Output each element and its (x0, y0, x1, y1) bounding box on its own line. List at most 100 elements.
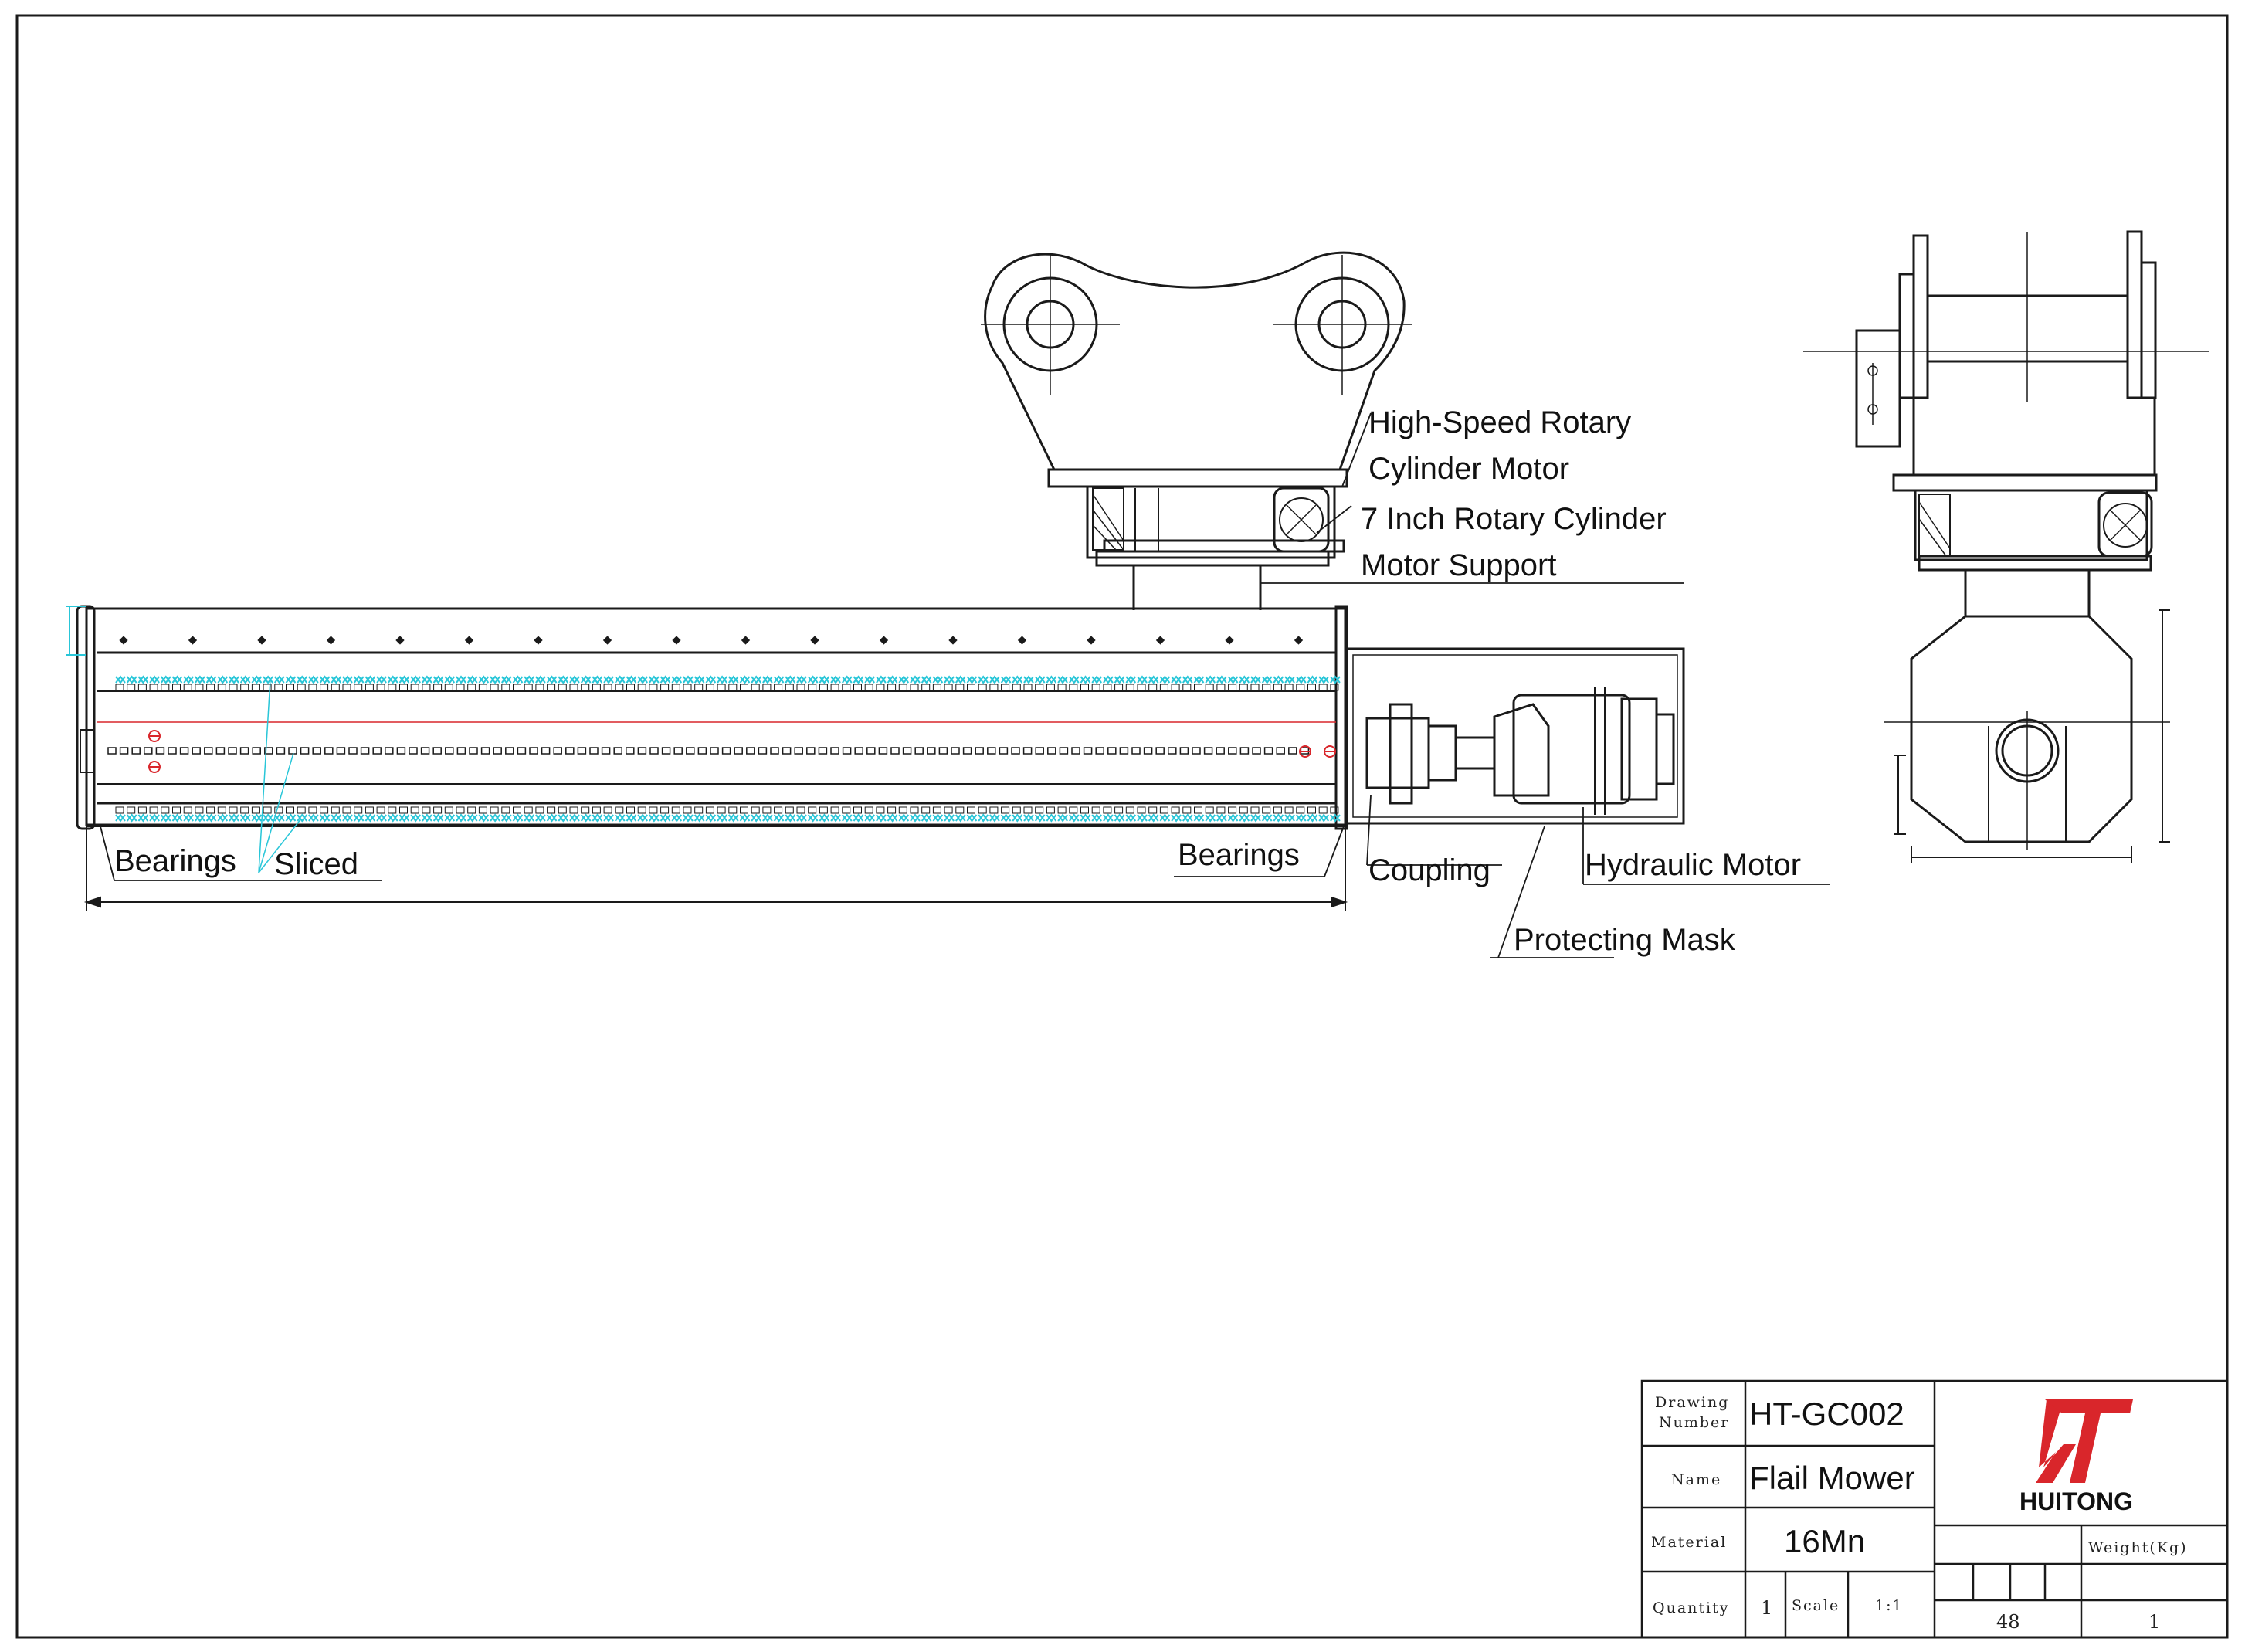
flail-mark (1125, 813, 1137, 823)
flail-mark (853, 675, 864, 684)
shaft-segment (1143, 747, 1153, 755)
flail-knife (1273, 684, 1282, 691)
shaft-segment (770, 747, 779, 755)
flail-knife (762, 684, 772, 691)
flail-knife (308, 684, 317, 691)
flail-mark (807, 813, 819, 823)
flail-knife (876, 684, 885, 691)
bolt-mark (1017, 636, 1027, 645)
flail-mark (1091, 813, 1102, 823)
bolt-mark (948, 636, 958, 645)
tb-drawing-number: HT-GC002 (1749, 1396, 1904, 1432)
flail-mark (705, 813, 717, 823)
flail-row-top (115, 675, 1341, 691)
flail-knife (467, 806, 476, 814)
flail-knife (1137, 684, 1146, 691)
mounting-bracket (981, 251, 1412, 610)
flail-mark (762, 813, 773, 823)
flail-knife (1182, 684, 1192, 691)
flail-mark (297, 675, 307, 684)
side-view (1855, 230, 2158, 843)
flail-mark (422, 813, 432, 823)
flail-mark (978, 813, 989, 823)
flail-mark (308, 813, 319, 823)
flail-mark (807, 675, 819, 684)
flail-knife (365, 806, 374, 814)
flail-knife (195, 684, 204, 691)
flail-mark (921, 813, 932, 823)
flail-mark (1205, 813, 1216, 823)
flail-knife (1296, 806, 1305, 814)
bolt-mark (602, 636, 612, 645)
flail-mark (1261, 813, 1273, 823)
bolt-mark (1087, 636, 1096, 645)
flail-mark (932, 675, 944, 684)
bolt-mark (1155, 636, 1165, 645)
flail-mark (1103, 675, 1114, 684)
flail-knife (717, 684, 726, 691)
flail-mark (1069, 675, 1080, 684)
flail-knife (172, 684, 181, 691)
tb-scale-label: Scale (1792, 1597, 1840, 1614)
flail-mark (1182, 813, 1193, 823)
flail-mark (683, 675, 694, 684)
flail-mark (115, 675, 126, 684)
shaft-segment (239, 747, 249, 755)
flail-mark (251, 813, 263, 823)
shaft-segment (1071, 747, 1080, 755)
flail-mark (126, 675, 137, 684)
shaft-segment (276, 747, 286, 755)
shaft-segment (493, 747, 502, 755)
flail-knife (444, 806, 453, 814)
flail-knife (490, 684, 499, 691)
flail-mark (1057, 813, 1068, 823)
bolt-mark (395, 636, 405, 645)
shaft-segment (746, 747, 755, 755)
flail-mark (501, 813, 512, 823)
drive-assembly (1345, 647, 1685, 825)
flail-mark (217, 813, 229, 823)
flail-mark (444, 813, 456, 823)
flail-mark (1023, 675, 1034, 684)
flail-mark (569, 813, 580, 823)
flail-mark (910, 813, 921, 823)
flail-mark (1046, 813, 1057, 823)
shaft-segment (673, 747, 683, 755)
flail-mark (1171, 813, 1182, 823)
flail-knife (1103, 806, 1112, 814)
shaft-segment (204, 747, 213, 755)
flail-knife (137, 684, 147, 691)
flail-mark (1034, 813, 1046, 823)
flail-knife (433, 806, 443, 814)
flail-mark (853, 813, 864, 823)
shaft-segment (806, 747, 816, 755)
flail-mark (546, 675, 558, 684)
flail-mark (171, 813, 183, 823)
flail-knife (320, 806, 329, 814)
flail-mark (342, 675, 353, 684)
flail-mark (876, 675, 887, 684)
flail-mark (603, 675, 614, 684)
flail-mark (626, 813, 637, 823)
flail-knife (535, 806, 544, 814)
shaft-segment (975, 747, 984, 755)
flail-mark (966, 813, 978, 823)
bolt-mark (672, 636, 681, 645)
flail-mark (739, 813, 751, 823)
flail-mark (1318, 813, 1329, 823)
flail-knife (1250, 806, 1260, 814)
flail-mark (1296, 675, 1307, 684)
flail-knife (1137, 806, 1146, 814)
flail-knife (127, 684, 136, 691)
bolt-mark (326, 636, 336, 645)
flail-knife (229, 806, 238, 814)
shaft-segment (613, 747, 622, 755)
flail-mark (1159, 675, 1171, 684)
flail-mark (444, 675, 456, 684)
flail-knife (842, 806, 851, 814)
flail-knife (547, 806, 556, 814)
flail-knife (581, 684, 590, 691)
flail-knife (955, 806, 965, 814)
flail-mark (705, 675, 717, 684)
flail-knife (183, 806, 192, 814)
